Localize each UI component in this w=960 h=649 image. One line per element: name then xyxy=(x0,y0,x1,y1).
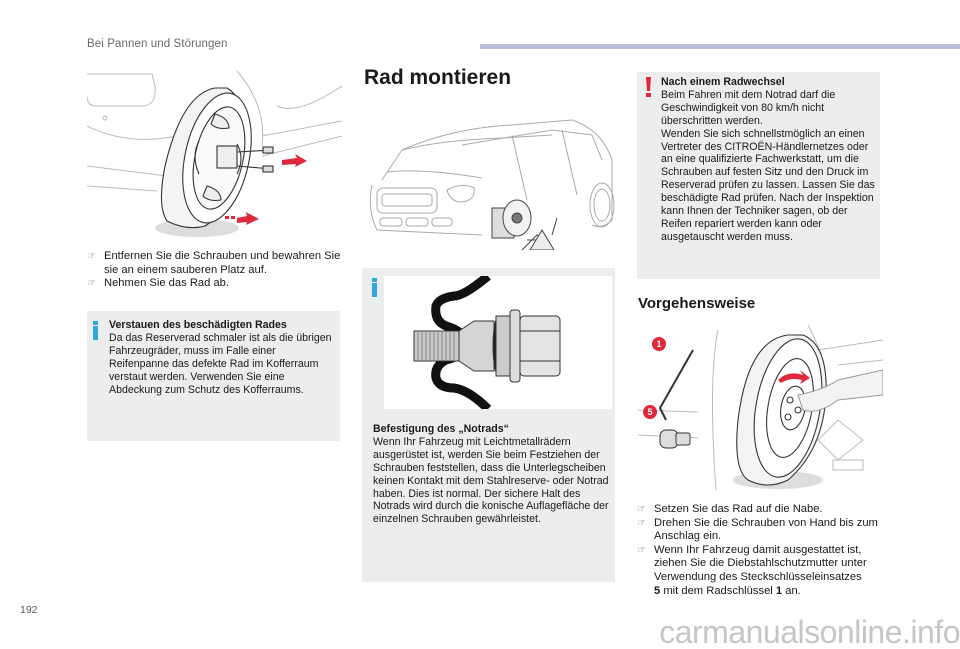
warning-icon xyxy=(646,77,652,97)
rotate-arrow xyxy=(778,370,810,384)
step-item: ☞ Drehen Sie die Schrauben von Hand bis z… xyxy=(637,517,887,544)
step-item: ☞ Entfernen Sie die Schrauben und bewahre… xyxy=(87,250,347,277)
watermark: carmanualsonline.info xyxy=(659,614,960,649)
bolt-svg xyxy=(413,276,561,409)
socket-adapter xyxy=(659,429,691,449)
page-heading: Rad montieren xyxy=(364,66,512,89)
wheel-mounting-illustration: 1 5 xyxy=(638,320,883,495)
wrench-number: 1 xyxy=(775,584,783,597)
pull-arrows xyxy=(225,154,307,225)
procedure-heading: Vorgehensweise xyxy=(638,295,756,312)
pointing-hand-icon: ☞ xyxy=(87,278,96,290)
wheel-bolt-illustration xyxy=(384,276,612,409)
info-box-title: Befestigung des „Notrads“ xyxy=(373,423,509,435)
wheel-brace xyxy=(658,349,694,421)
mounting-steps: ☞ Setzen Sie das Rad auf die Nabe. ☞ Drehe… xyxy=(637,503,887,598)
warning-box-title: Nach einem Radwechsel xyxy=(661,76,785,88)
info-box-body: Wenn Ihr Fahrzeug mit Leichtmetallrädern… xyxy=(373,435,609,526)
warning-box-body: Beim Fahren mit dem Notrad darf die Gesc… xyxy=(661,88,875,243)
step-text: Entfernen Sie die Schrauben und bewahren… xyxy=(104,250,341,276)
header-accent-bar xyxy=(480,44,960,49)
info-box-body: Da das Reserverad schmaler ist als die ü… xyxy=(109,331,332,396)
socket-number: 5 xyxy=(654,584,661,597)
wheel-removal-illustration xyxy=(87,66,342,244)
step-text: Drehen Sie die Schrauben von Hand bis zu… xyxy=(654,516,878,543)
step-text: an. xyxy=(782,584,801,597)
mounting-svg: 1 5 xyxy=(638,324,883,491)
car-on-jack-illustration xyxy=(362,100,617,250)
step-text: Nehmen Sie das Rad ab. xyxy=(104,277,230,290)
info-icon xyxy=(372,278,377,297)
hand xyxy=(797,369,883,412)
badge-5-label: 5 xyxy=(647,407,652,417)
step-item: ☞ Setzen Sie das Rad auf die Nabe. xyxy=(637,503,887,517)
wheel-removal-svg xyxy=(87,70,342,237)
page-number: 192 xyxy=(20,604,38,616)
info-box-damaged-wheel: Verstauen des beschädigten Rades Da das … xyxy=(87,311,340,441)
step-text: mit dem Radschlüssel xyxy=(660,584,776,597)
step-text: Wenn Ihr Fahrzeug damit ausgestattet ist… xyxy=(654,543,867,583)
badge-1-label: 1 xyxy=(656,339,661,349)
pointing-hand-icon: ☞ xyxy=(637,504,646,515)
info-box-title: Verstauen des beschädigten Rades xyxy=(109,319,287,331)
removal-steps: ☞ Entfernen Sie die Schrauben und bewahre… xyxy=(87,250,347,291)
badge-1: 1 xyxy=(652,337,666,351)
info-icon xyxy=(93,321,98,340)
badge-5: 5 xyxy=(643,405,657,419)
pointing-hand-icon: ☞ xyxy=(87,251,96,262)
pointing-hand-icon: ☞ xyxy=(637,544,646,556)
car-svg xyxy=(369,119,615,250)
info-box-spare-wheel-fixing: Befestigung des „Notrads“ Wenn Ihr Fahrz… xyxy=(362,268,615,582)
pointing-hand-icon: ☞ xyxy=(637,517,646,529)
step-item: ☞ Wenn Ihr Fahrzeug damit ausgestattet is… xyxy=(637,544,887,598)
step-item: ☞ Nehmen Sie das Rad ab. xyxy=(87,277,347,291)
warning-box-after-wheel-change: Nach einem Radwechsel Beim Fahren mit de… xyxy=(637,72,880,279)
step-text: Setzen Sie das Rad auf die Nabe. xyxy=(654,503,823,515)
section-title: Bei Pannen und Störungen xyxy=(87,38,228,50)
